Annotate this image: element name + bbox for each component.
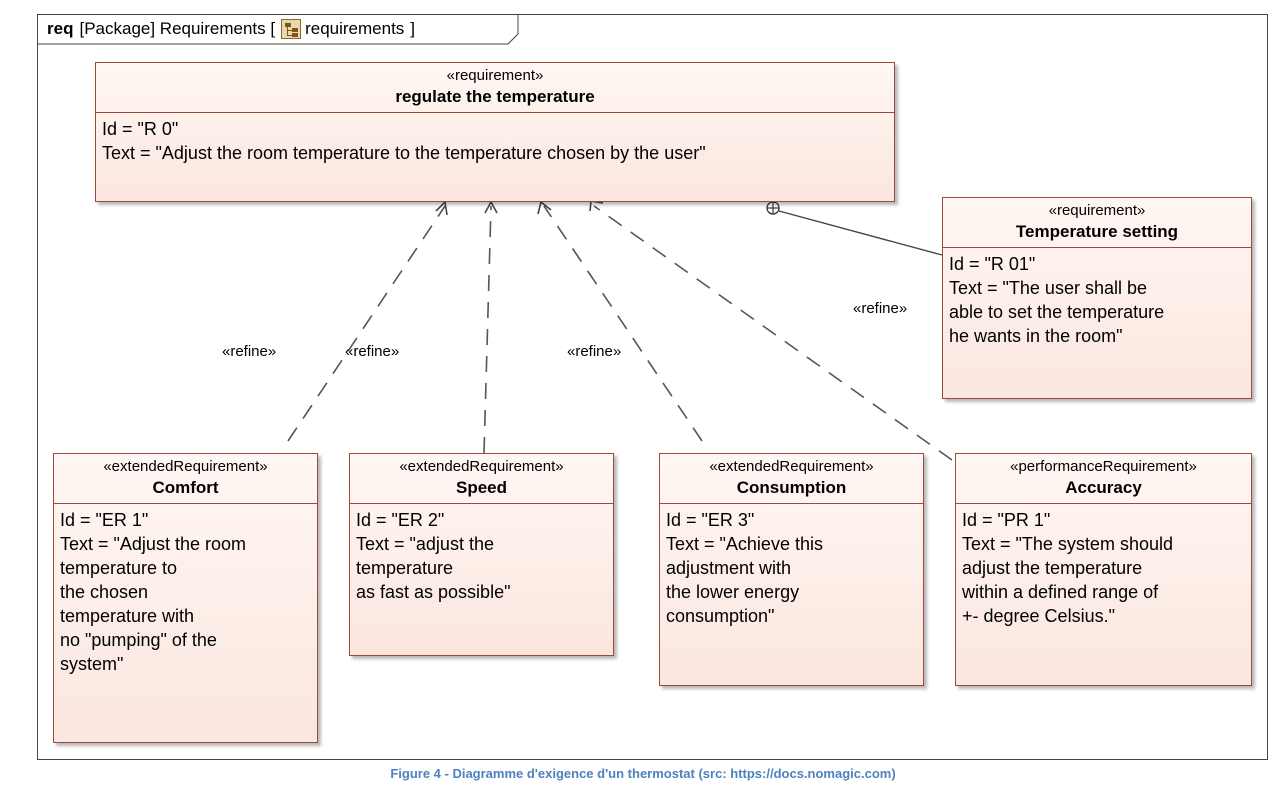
requirement-name: Temperature setting (1015, 222, 1179, 241)
requirement-id: Id = "ER 3" (666, 510, 755, 530)
containment-edge (778, 210, 943, 256)
requirement-header: «requirement» Temperature setting (943, 198, 1251, 248)
requirement-text: Text = "Adjust the room temperature to t… (60, 534, 246, 674)
refine-label-speed: «refine» (345, 343, 400, 360)
requirement-text: Text = "The system should adjust the tem… (962, 534, 1173, 626)
frame-tab-outline (37, 14, 519, 45)
refine-edge-speed (483, 205, 492, 454)
requirement-body: Id = "PR 1" Text = "The system should adj… (956, 504, 1251, 632)
refine-label-comfort: «refine» (222, 343, 277, 360)
frame-keyword: req (47, 19, 74, 38)
requirement-text: Text = "Adjust the room temperature to t… (102, 143, 706, 163)
requirement-body: Id = "ER 2" Text = "adjust the temperatur… (350, 504, 613, 608)
requirement-body: Id = "R 01" Text = "The user shall be abl… (943, 248, 1251, 352)
arrowhead-accuracy (589, 200, 604, 212)
requirement-header: «requirement» regulate the temperature (96, 63, 894, 113)
requirement-header: «extendedRequirement» Consumption (660, 454, 923, 504)
requirement-id: Id = "R 01" (949, 254, 1036, 274)
requirement-consumption[interactable]: «extendedRequirement» Consumption Id = "… (659, 453, 924, 686)
requirement-name: regulate the temperature (395, 87, 595, 106)
requirement-body: Id = "ER 1" Text = "Adjust the room tempe… (54, 504, 317, 680)
requirement-id: Id = "ER 1" (60, 510, 149, 530)
requirement-name: Comfort (152, 478, 219, 497)
frame-title: req [Package] Requirements [ requirement… (47, 19, 415, 39)
stereotype-label: «requirement» (446, 67, 544, 84)
arrowhead-comfort (435, 200, 448, 216)
containment-circle-plus-icon (766, 201, 780, 215)
requirement-name: Accuracy (1065, 478, 1142, 497)
refine-label-consumption: «refine» (567, 343, 622, 360)
refine-edge-comfort (287, 205, 446, 442)
package-tree-icon (281, 19, 302, 39)
requirement-id: Id = "R 0" (102, 119, 179, 139)
requirement-header: «extendedRequirement» Comfort (54, 454, 317, 504)
frame-title-prefix: [Package] Requirements [ (79, 19, 276, 38)
arrowhead-consumption (537, 200, 552, 215)
requirement-name: Speed (455, 478, 508, 497)
frame-title-suffix: ] (410, 19, 416, 38)
stereotype-label: «extendedRequirement» (709, 458, 874, 475)
refine-label-accuracy: «refine» (853, 300, 908, 317)
requirement-regulate-temperature[interactable]: «requirement» regulate the temperature I… (95, 62, 895, 202)
stereotype-label: «requirement» (1048, 202, 1146, 219)
stereotype-label: «performanceRequirement» (1010, 458, 1197, 475)
requirement-name: Consumption (736, 478, 847, 497)
frame-tab: req [Package] Requirements [ requirement… (37, 14, 517, 44)
refine-edge-accuracy (593, 205, 953, 461)
diagram-frame (37, 14, 1268, 760)
stereotype-label: «extendedRequirement» (399, 458, 564, 475)
refine-edge-consumption (543, 205, 703, 442)
requirement-speed[interactable]: «extendedRequirement» Speed Id = "ER 2" T… (349, 453, 614, 656)
requirement-header: «performanceRequirement» Accuracy (956, 454, 1251, 504)
requirement-temperature-setting[interactable]: «requirement» Temperature setting Id = "… (942, 197, 1252, 399)
requirement-body: Id = "R 0" Text = "Adjust the room temper… (96, 113, 894, 169)
requirement-text: Text = "adjust the temperature as fast a… (356, 534, 511, 602)
stereotype-label: «extendedRequirement» (103, 458, 268, 475)
requirement-text: Text = "The user shall be able to set th… (949, 278, 1165, 346)
frame-diagram-name: requirements (305, 19, 405, 38)
requirement-id: Id = "PR 1" (962, 510, 1051, 530)
requirement-body: Id = "ER 3" Text = "Achieve this adjustme… (660, 504, 923, 632)
requirement-header: «extendedRequirement» Speed (350, 454, 613, 504)
figure-caption: Figure 4 - Diagramme d'exigence d'un the… (390, 766, 896, 781)
requirement-comfort[interactable]: «extendedRequirement» Comfort Id = "ER 1… (53, 453, 318, 743)
requirement-accuracy[interactable]: «performanceRequirement» Accuracy Id = "… (955, 453, 1252, 686)
requirement-id: Id = "ER 2" (356, 510, 445, 530)
arrowhead-speed (484, 200, 498, 214)
requirement-text: Text = "Achieve this adjustment with the… (666, 534, 823, 626)
